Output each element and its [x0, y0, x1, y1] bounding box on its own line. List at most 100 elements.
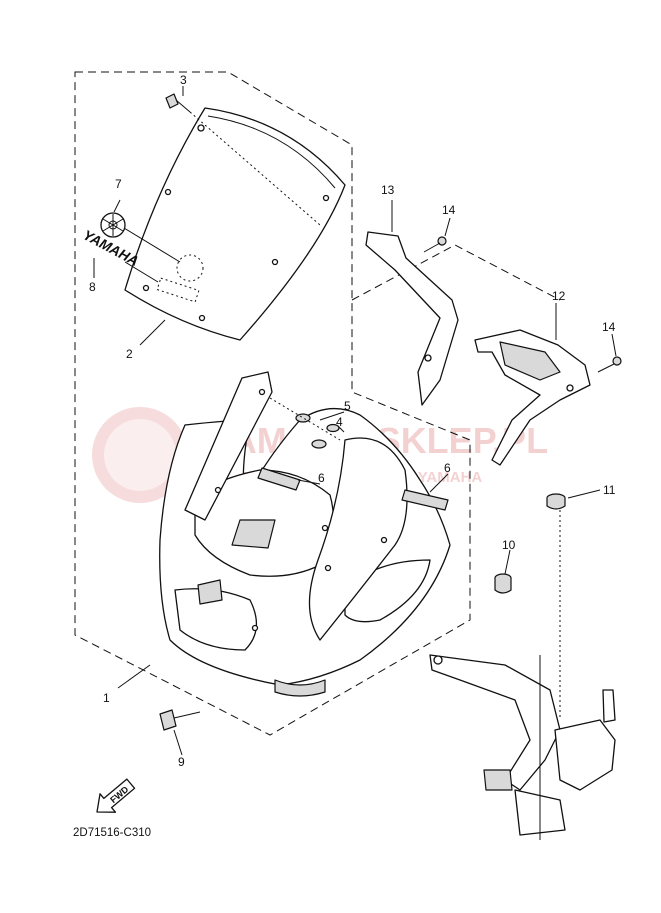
- callout-6b: 6: [444, 461, 451, 475]
- cowling-hole: [324, 564, 332, 572]
- leader-lines: [93, 86, 617, 756]
- stay-12-hole: [566, 384, 574, 392]
- callout-4: 4: [336, 415, 343, 429]
- leader-14b: [611, 333, 617, 357]
- callout-13: 13: [381, 183, 395, 197]
- nut-set: [269, 397, 341, 449]
- emblem-tuning-forks: [102, 214, 124, 236]
- callout-8: 8: [89, 280, 96, 294]
- screw-3-axis: [189, 111, 321, 226]
- cowling-vent: [197, 579, 223, 605]
- screw-shank: [423, 242, 441, 253]
- windshield-edge: [207, 115, 336, 189]
- screw-14a: [423, 236, 447, 253]
- leader-14a: [444, 217, 451, 237]
- cowling-duct: [231, 519, 276, 549]
- windshield-hole: [142, 284, 150, 292]
- damper-side: [546, 498, 566, 510]
- stay-12: [474, 329, 591, 466]
- cowling-hole: [321, 524, 329, 532]
- diagram-code: 2D71516-C310: [73, 827, 151, 839]
- bolt-shank: [173, 711, 201, 719]
- emblem-leader: [123, 227, 181, 263]
- frame-bracket: [429, 654, 616, 840]
- frame-bracket-post: [602, 689, 616, 723]
- washer-icon: [197, 124, 205, 132]
- windshield-hole: [322, 194, 330, 202]
- front-cowling: [159, 371, 451, 697]
- leader-5: [319, 411, 345, 421]
- frame-bracket-upright: [554, 719, 616, 791]
- decal-position: [156, 277, 200, 303]
- cowling-right-flank: [308, 437, 408, 641]
- screw-shank: [175, 99, 191, 113]
- callout-12: 12: [552, 289, 566, 303]
- grommet-icon: [311, 439, 327, 449]
- leader-1: [117, 664, 151, 689]
- leader-10: [504, 549, 511, 575]
- screw-14b: [597, 356, 622, 373]
- leader-7: [113, 199, 121, 213]
- frame-bracket-arm: [429, 654, 561, 791]
- leader-6a: [297, 479, 321, 485]
- stay-13: [365, 231, 459, 406]
- windshield-hole: [164, 188, 172, 196]
- screw-head-icon: [612, 356, 622, 366]
- decal-leader: [124, 261, 159, 283]
- frame-bracket-tab: [483, 769, 513, 791]
- screw-shank: [597, 363, 615, 373]
- stay-13-hole: [424, 354, 432, 362]
- callout-14a: 14: [442, 203, 456, 217]
- bracket-group-outline: [351, 244, 561, 301]
- fwd-arrow: FWD: [96, 778, 136, 813]
- leader-4: [337, 425, 345, 433]
- stay-12-bracket: [499, 341, 561, 381]
- damper-side: [494, 578, 512, 594]
- frame-bracket-hole: [433, 655, 443, 665]
- damper-10: [494, 573, 512, 594]
- cowling-group-outline: [74, 71, 471, 736]
- bolt-head-icon: [159, 709, 177, 731]
- grommet-icon: [295, 413, 311, 423]
- cowling-left-stay: [184, 371, 273, 521]
- bolt-9: [159, 709, 201, 731]
- windshield: [124, 107, 346, 341]
- leader-2: [139, 319, 166, 346]
- group-outlines: [74, 71, 561, 736]
- screw-3: [165, 93, 321, 226]
- cowling-hole: [380, 536, 388, 544]
- windshield-hole: [198, 314, 206, 322]
- callout-14b: 14: [602, 320, 616, 334]
- damper-11: [546, 493, 566, 720]
- callouts: 3 2 1 7 8 13 14 12 14 5 4 6 6 11 10 9: [89, 73, 616, 769]
- damper-right: [401, 489, 449, 511]
- callout-10: 10: [502, 538, 516, 552]
- cowling-hole: [258, 388, 266, 396]
- cowling-hole: [251, 624, 259, 632]
- stay-12-body: [474, 329, 591, 466]
- damper-left: [257, 467, 301, 491]
- cowling-chin: [274, 679, 326, 697]
- watermark-logo-inner: [104, 419, 176, 491]
- cowling-hole: [214, 486, 222, 494]
- screw-head-icon: [165, 93, 179, 109]
- callout-9: 9: [178, 755, 185, 769]
- leader-11: [567, 489, 601, 499]
- callout-5: 5: [344, 399, 351, 413]
- leader-6b: [429, 473, 449, 493]
- callout-6a: 6: [318, 471, 325, 485]
- callout-1: 1: [103, 691, 110, 705]
- callout-11: 11: [603, 483, 616, 497]
- callout-7: 7: [115, 177, 122, 191]
- windshield-body: [124, 107, 346, 341]
- windshield-hole: [271, 258, 279, 266]
- nut-axis: [269, 397, 341, 441]
- yamaha-emblem: [100, 212, 181, 263]
- callout-2: 2: [126, 347, 133, 361]
- stay-13-body: [365, 231, 459, 406]
- callout-3: 3: [180, 73, 187, 87]
- nut-icon: [326, 423, 340, 433]
- emblem-position: [176, 254, 204, 282]
- fwd-arrow-icon: [96, 778, 136, 813]
